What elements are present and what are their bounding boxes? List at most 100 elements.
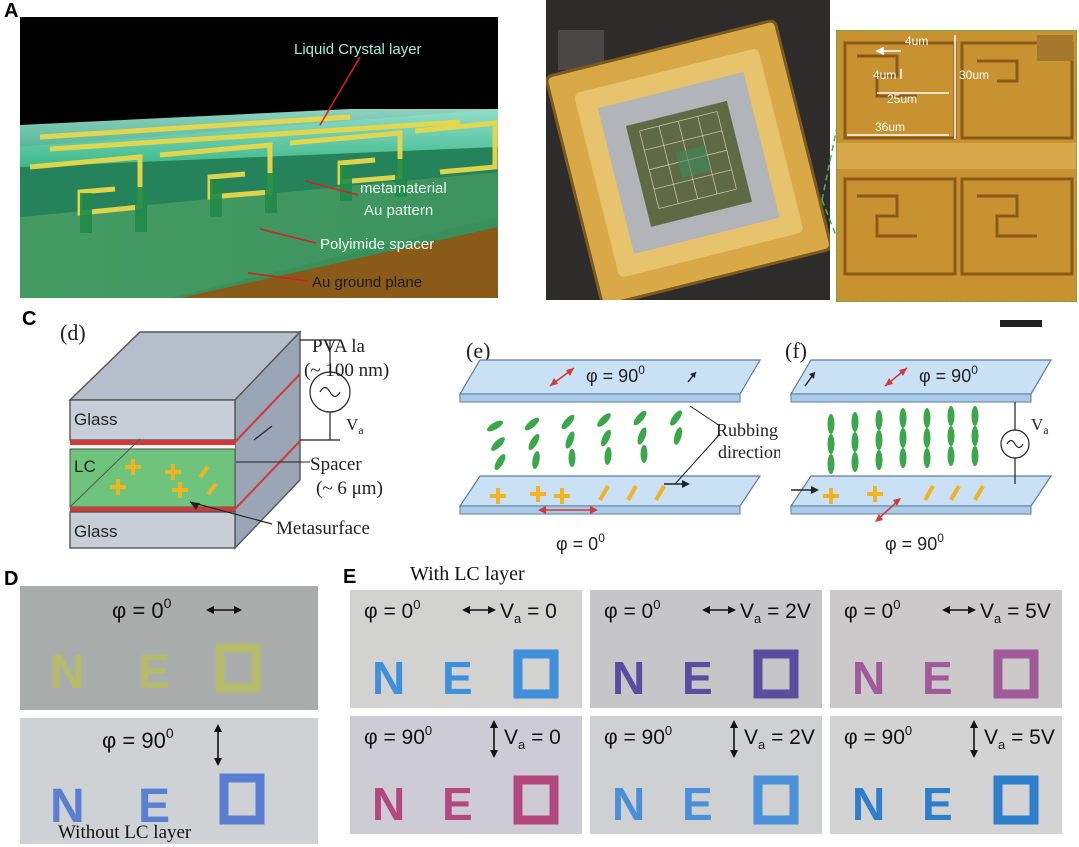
e-tile-letter-n: N <box>612 778 645 830</box>
e-tile-phi-label: φ = 00 <box>364 597 420 623</box>
vertical-arrow-icon <box>730 720 738 758</box>
metasurface-crosses <box>110 459 218 498</box>
d-caption: Without LC layer <box>58 822 192 843</box>
e-tile-phi-label: φ = 900 <box>364 723 432 749</box>
label-pva-2: (~ 100 nm) <box>304 360 389 381</box>
e-tile-phi-label: φ = 00 <box>604 597 660 623</box>
label-va-f: Va <box>1031 415 1049 437</box>
e-tile-va-label: Va = 2V <box>744 726 815 752</box>
callout-liquid-crystal-layer: Liquid Crystal layer <box>294 41 422 58</box>
callout-metamaterial: metamaterial <box>360 180 447 197</box>
e-tile-letter-e: E <box>442 778 473 830</box>
e-tile-letter-o <box>753 775 799 825</box>
d-top-letter-n: N <box>50 646 85 699</box>
e-tile-photo-bg <box>350 716 582 834</box>
label-spacer-2: (~ 6 μm) <box>316 478 383 499</box>
e-tile-photo-bg <box>830 716 1062 834</box>
e-tile-letter-e: E <box>442 652 473 704</box>
dim-30um: 30um <box>959 68 989 82</box>
e-tile-letter-e: E <box>682 652 713 704</box>
panel-e-label: E <box>343 566 357 588</box>
label-lc: LC <box>74 457 96 476</box>
panel-b-chip-photo <box>546 0 830 300</box>
lc-molecules-e <box>487 410 683 470</box>
e-tile-phi-label: φ = 900 <box>604 723 672 749</box>
panel-c-d-diagram: (d) Glass LC Glass Va PVA la (~ 100 nm) … <box>60 320 389 550</box>
e-tile-letter-o <box>993 649 1039 699</box>
panel-c-f-diagram: (f) φ = 900 Va φ = 900 <box>785 338 1053 554</box>
glass-bottom-layer <box>69 511 236 549</box>
e-tile-letter-n: N <box>852 652 885 704</box>
phi-bottom-e: φ = 00 <box>556 531 605 554</box>
panel-b-micrograph: 4um 4um 25um 30um 36um <box>836 30 1077 302</box>
panel-d-top-photo <box>20 586 318 710</box>
horizontal-arrow-icon <box>702 606 736 614</box>
label-spacer-1: Spacer <box>310 454 362 475</box>
lc-molecules-f <box>827 406 979 474</box>
e-tile-va-label: Va = 2V <box>740 600 811 626</box>
vertical-arrow-icon <box>970 720 978 758</box>
label-pva-1: PVA la <box>312 336 366 357</box>
sub-label-f: (f) <box>785 338 807 363</box>
horizontal-arrow-icon <box>462 606 496 614</box>
e-tile-phi-label: φ = 00 <box>844 597 900 623</box>
panel-c-e-diagram: (e) φ = 900 Rubbing direction <box>458 338 780 554</box>
lc-layer <box>69 448 236 508</box>
scale-bar-mark <box>1000 320 1042 327</box>
panel-e-title: With LC layer <box>410 563 525 585</box>
e-tile-letter-o <box>513 649 559 699</box>
label-direction: direction <box>718 442 780 462</box>
dim-4um-b: 4um <box>873 68 896 82</box>
horizontal-arrow-icon <box>942 606 976 614</box>
sub-label-e: (e) <box>466 338 490 363</box>
sub-label-d: (d) <box>60 320 86 345</box>
d-top-phi: φ = 00 <box>112 595 172 623</box>
panel-a-render: Liquid Crystal layer metamaterial Au pat… <box>20 17 498 298</box>
panel-d-bottom-photo <box>20 718 318 844</box>
e-tile-va-label: Va = 5V <box>984 726 1055 752</box>
panel-a-svg: Liquid Crystal layer metamaterial Au pat… <box>20 41 498 298</box>
callout-au-pattern: Au pattern <box>364 202 433 219</box>
dim-25um: 25um <box>887 92 917 106</box>
e-tile-va-label: Va = 5V <box>980 600 1051 626</box>
e-tile-letter-o <box>513 775 559 825</box>
crosses-f <box>823 485 985 504</box>
e-tile-letter-e: E <box>922 652 953 704</box>
d-bottom-letter-n: N <box>50 780 85 833</box>
panel-a-callout-lines <box>247 56 361 282</box>
d-top-letter-o <box>215 643 261 693</box>
e-tile-phi-label: φ = 900 <box>844 723 912 749</box>
crosses-e <box>490 485 666 504</box>
d-top-letter-e: E <box>138 646 170 699</box>
phi-top-e: φ = 900 <box>586 363 645 386</box>
d-bottom-letter-o <box>219 773 265 825</box>
callout-polyimide-spacer: Polyimide spacer <box>320 236 434 253</box>
e-tile-photo-bg <box>590 716 822 834</box>
dim-4um-a: 4um <box>905 34 928 48</box>
e-tile-letter-o <box>993 775 1039 825</box>
e-tile-letter-o <box>753 649 799 699</box>
e-tile-va-label: Va = 0 <box>500 600 557 626</box>
d-bottom-letter-e: E <box>138 780 170 833</box>
e-tile-letter-e: E <box>682 778 713 830</box>
e-tile-letter-n: N <box>372 652 405 704</box>
label-rubbing: Rubbing <box>716 420 778 440</box>
callout-au-ground-plane: Au ground plane <box>312 274 422 291</box>
metamaterial-pattern <box>29 114 498 216</box>
glass-top-layer <box>69 399 236 441</box>
panel-d-label: D <box>4 568 19 590</box>
e-tile-letter-n: N <box>372 778 405 830</box>
dim-36um: 36um <box>875 120 905 134</box>
e-tile-letter-e: E <box>922 778 953 830</box>
e-tile-letter-n: N <box>612 652 645 704</box>
label-glass-bottom: Glass <box>74 522 117 541</box>
label-metasurface: Metasurface <box>276 518 370 539</box>
phi-top-f: φ = 900 <box>919 363 978 386</box>
label-glass-top: Glass <box>74 410 117 429</box>
